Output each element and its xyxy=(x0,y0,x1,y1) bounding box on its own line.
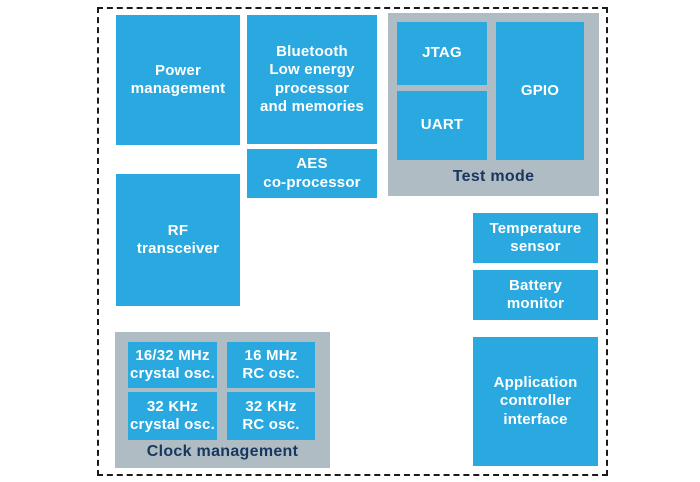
block-rf-transceiver: RF transceiver xyxy=(116,174,240,306)
chip-boundary-inner: Power management Bluetooth Low energy pr… xyxy=(99,9,606,474)
label-clock-management: Clock management xyxy=(146,443,299,460)
block-32-khz-crystal-osc: 32 KHz crystal osc. xyxy=(128,392,217,440)
block-gpio: GPIO xyxy=(496,22,584,160)
chip-boundary-dashed-frame: Power management Bluetooth Low energy pr… xyxy=(97,7,608,476)
block-bluetooth-low-energy-processor: Bluetooth Low energy processor and memor… xyxy=(247,15,377,144)
label-test-mode: Test mode xyxy=(452,168,535,185)
block-aes-coprocessor: AES co-processor xyxy=(247,149,377,198)
block-uart: UART xyxy=(397,91,487,160)
block-jtag: JTAG xyxy=(397,22,487,85)
block-16-32-mhz-crystal-osc: 16/32 MHz crystal osc. xyxy=(128,342,217,388)
block-application-controller-interface: Application controller interface xyxy=(473,337,598,466)
block-temperature-sensor: Temperature sensor xyxy=(473,213,598,263)
block-battery-monitor: Battery monitor xyxy=(473,270,598,320)
group-test-mode: JTAG UART GPIO Test mode xyxy=(388,13,599,196)
group-clock-management: 16/32 MHz crystal osc. 16 MHz RC osc. 32… xyxy=(115,332,330,468)
block-16-mhz-rc-osc: 16 MHz RC osc. xyxy=(227,342,315,388)
block-power-management: Power management xyxy=(116,15,240,145)
block-32-khz-rc-osc: 32 KHz RC osc. xyxy=(227,392,315,440)
